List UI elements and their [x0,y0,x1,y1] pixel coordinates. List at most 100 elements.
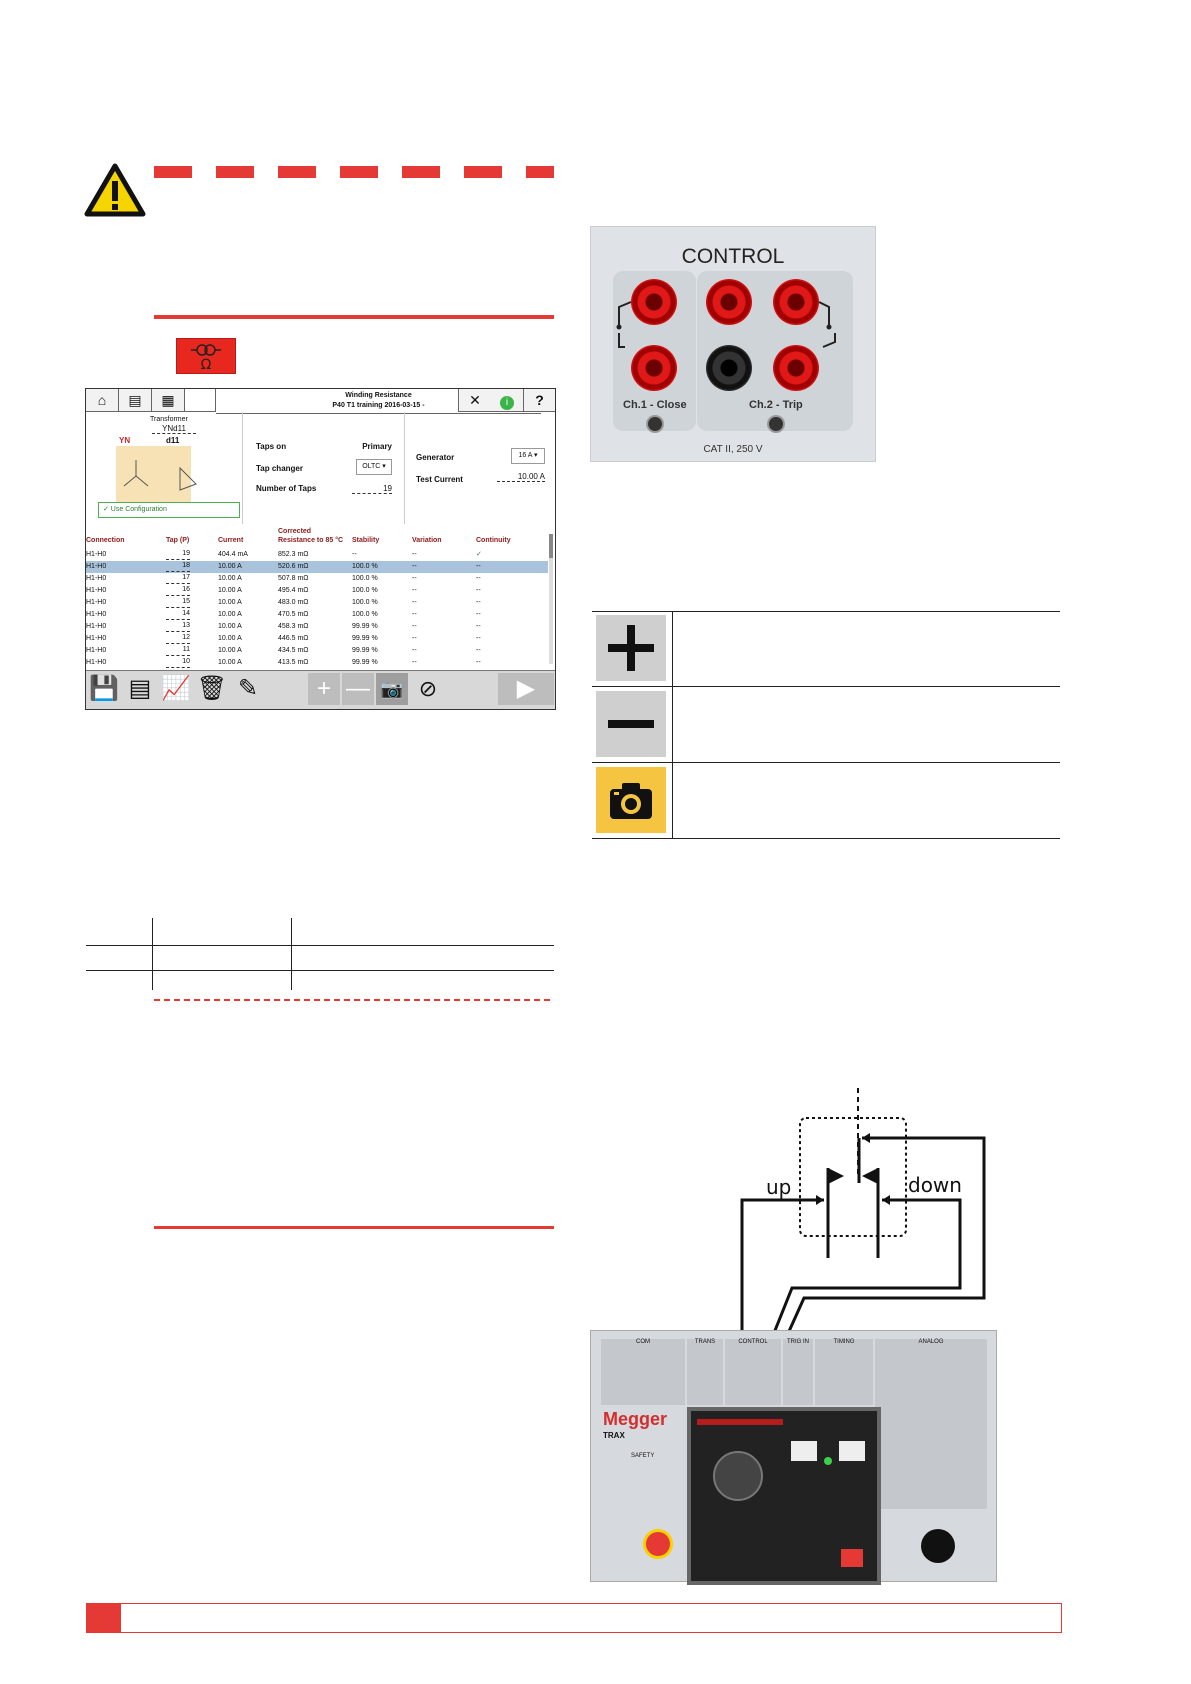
table-cell: -- [476,647,481,654]
table-cell: 15 [166,597,190,608]
ch1-jack-bottom[interactable] [631,345,677,391]
vector-diagram [116,446,197,502]
ch1-label: Ch.1 - Close [623,399,687,411]
model-label: TRAX [603,1431,625,1440]
edit-icon[interactable]: ✎ [237,675,259,702]
table-cell: 413.5 mΩ [278,659,309,666]
table-cell: -- [412,611,417,618]
col-resistance: Corrected Resistance to 85 °C [278,528,344,544]
test-current-input[interactable]: 10.00 A [497,472,545,482]
table-cell: H1-H0 [86,611,107,618]
col-continuity: Continuity [476,537,511,544]
table-cell: 100.0 % [352,587,378,594]
table-cell: 10.00 A [218,659,242,666]
table-cell: -- [412,623,417,630]
app-title-line1: Winding Resistance [345,392,412,399]
grid-button[interactable]: ▦ [152,389,185,412]
num-taps-input[interactable]: 19 [352,484,392,494]
brand-logo: Megger [603,1409,668,1429]
tap-changer-select[interactable]: OLTC ▾ [356,459,392,475]
table-cell: -- [476,623,481,630]
table-cell: 10 [166,657,190,668]
ch1-jack-top[interactable] [631,279,677,325]
table-cell: 483.0 mΩ [278,599,309,606]
tools-button[interactable]: ✕ [458,389,492,412]
generator-select[interactable]: 16 A ▾ [511,448,545,464]
table-cell: 404.4 mA [218,551,248,558]
trans-panel: TRANS [687,1339,723,1405]
document-button[interactable]: ▤ [119,389,152,412]
tap-changer-label: Tap changer [256,464,303,473]
rotary-knob[interactable] [921,1529,955,1563]
table-cell: H1-H0 [86,551,107,558]
table-cell: 16 [166,585,190,596]
save-icon[interactable]: 💾 [89,675,119,702]
table-cell: 99.99 % [352,623,378,630]
home-button[interactable]: ⌂ [86,389,119,412]
table-cell: 11 [166,645,190,656]
graph-icon[interactable]: 📈 [161,675,191,702]
generator-label: Generator [416,453,455,462]
control-title: CONTROL [681,245,785,268]
common-jack[interactable] [706,345,752,391]
table-cell: -- [476,563,481,570]
trig-panel: TRIG IN [783,1339,813,1405]
table-cell: -- [352,551,357,558]
table-cell: H1-H0 [86,623,107,630]
table-cell: -- [412,575,417,582]
safety-label: SAFETY [631,1453,655,1459]
play-icon[interactable]: ▶ [498,673,554,705]
plus-icon [596,615,666,681]
transformer-config: Transformer YNd11 YN d11 ✓ Use Configura… [86,412,243,524]
taps-on-value[interactable]: Primary [362,442,392,451]
table-scrollbar[interactable] [549,534,553,664]
table-cell: -- [476,659,481,666]
app-screenshot: ⌂ ▤ ▦ Winding Resistance P40 T1 training… [85,388,556,710]
primary-connection: YN [119,436,131,445]
up-label: up [766,1175,791,1199]
table-cell: 852.3 mΩ [278,551,309,558]
app-title-line2: P40 T1 training 2016-03-15 - [332,402,425,409]
switch-symbols [616,301,836,348]
table-cell: 520.6 mΩ [278,563,309,570]
report-icon[interactable]: ▤ [128,675,152,702]
control-label: CONTROL [738,1339,768,1345]
footer-page-marker [86,1603,121,1633]
delete-icon[interactable]: 🗑 [196,675,228,702]
table-vline [291,918,292,990]
use-configuration-checkbox[interactable]: ✓ Use Configuration [98,502,240,518]
table-vline [152,918,153,990]
control-panel-photo: CONTROL Ch.1 - Close Ch.2 - Trip CAT II,… [590,226,876,462]
screen-stop-button[interactable] [841,1549,863,1567]
table-cell: 10.00 A [218,563,242,570]
table-cell: ✓ [476,551,482,558]
table-cell: 507.8 mΩ [278,575,309,582]
minus-icon[interactable]: — [342,673,374,705]
spacer [185,389,216,412]
icon-table-line [592,762,1060,763]
ch2-jack-top-right[interactable] [773,279,819,325]
help-button[interactable]: ? [524,389,555,412]
info-button[interactable]: i [491,389,524,412]
table-cell: 10.00 A [218,611,242,618]
ch2-jack-top-left[interactable] [706,279,752,325]
ch2-jack-bottom[interactable] [773,345,819,391]
tap-changer-value: OLTC [362,463,381,470]
no-sequence-icon[interactable]: ⊘ [418,676,438,701]
table-cell: 99.99 % [352,647,378,654]
table-cell: -- [412,599,417,606]
camera-icon[interactable]: 📷 [376,673,408,705]
plus-icon[interactable]: + [308,673,340,705]
com-panel: COM [601,1339,685,1405]
emergency-stop-button[interactable] [643,1529,673,1559]
